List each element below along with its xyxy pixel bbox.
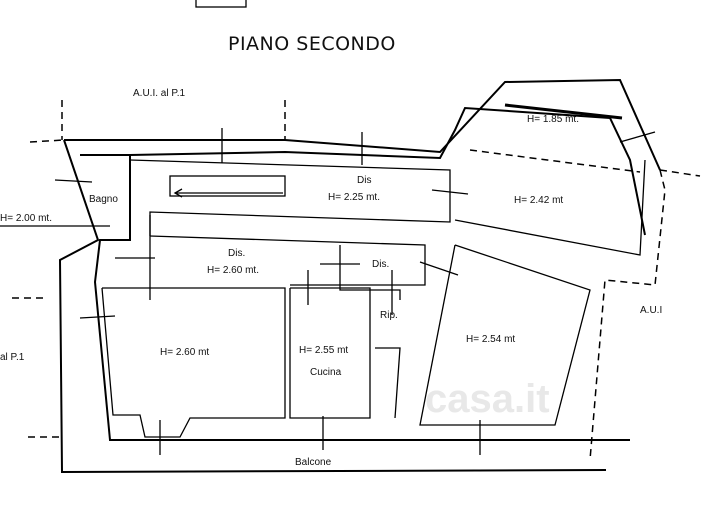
window-marks bbox=[54, 128, 656, 455]
room-dis-small: Dis. bbox=[372, 259, 389, 270]
label-aui-left: al P.1 bbox=[0, 352, 25, 363]
room-right-height: H= 2.42 mt bbox=[514, 195, 563, 206]
room-dis-mid: Dis. bbox=[228, 248, 245, 259]
room-dis-mid-height: H= 2.60 mt. bbox=[207, 265, 259, 276]
mid-corridor bbox=[149, 235, 426, 286]
room-right-lower-height: H= 2.54 mt bbox=[466, 334, 515, 345]
room-rip: Rip. bbox=[380, 310, 398, 321]
stair bbox=[169, 175, 286, 197]
room-bedroom-height: H= 2.60 mt bbox=[160, 347, 209, 358]
outer-wall-left-bottom bbox=[58, 139, 607, 474]
room-kitchen-height: H= 2.55 mt bbox=[299, 345, 348, 356]
legend-fragment bbox=[195, 0, 247, 8]
label-aui-top: A.U.I. al P.1 bbox=[133, 88, 186, 99]
label-balcone: Balcone bbox=[295, 457, 332, 468]
inner-wall-top bbox=[129, 106, 646, 236]
attic-wall bbox=[504, 103, 623, 120]
page-title: PIANO SECONDO bbox=[228, 33, 396, 55]
room-242-wall bbox=[454, 159, 646, 256]
outer-wall-top bbox=[64, 78, 661, 171]
right-room-wall bbox=[419, 244, 591, 426]
bedroom-wall bbox=[101, 287, 286, 438]
room-attic-height: H= 1.85 mt. bbox=[527, 114, 579, 125]
room-kitchen: Cucina bbox=[310, 367, 342, 378]
kitchen-wall bbox=[289, 287, 371, 419]
corridor-wall bbox=[129, 159, 451, 236]
room-dis-top-height: H= 2.25 mt. bbox=[328, 192, 380, 203]
room-dis-top: Dis bbox=[357, 175, 371, 186]
rip-wall bbox=[375, 347, 401, 419]
label-aui-right: A.U.I bbox=[640, 305, 662, 316]
room-bagno: Bagno bbox=[89, 194, 118, 205]
dashed-line bbox=[659, 169, 701, 177]
dashed-line-attic bbox=[469, 149, 641, 173]
dashed-line bbox=[29, 139, 65, 143]
label-h-left: H= 2.00 mt. bbox=[0, 213, 52, 224]
dashed-aui-boundary bbox=[589, 169, 666, 461]
arrow-head bbox=[173, 188, 183, 198]
watermark: casa.it bbox=[425, 377, 550, 421]
